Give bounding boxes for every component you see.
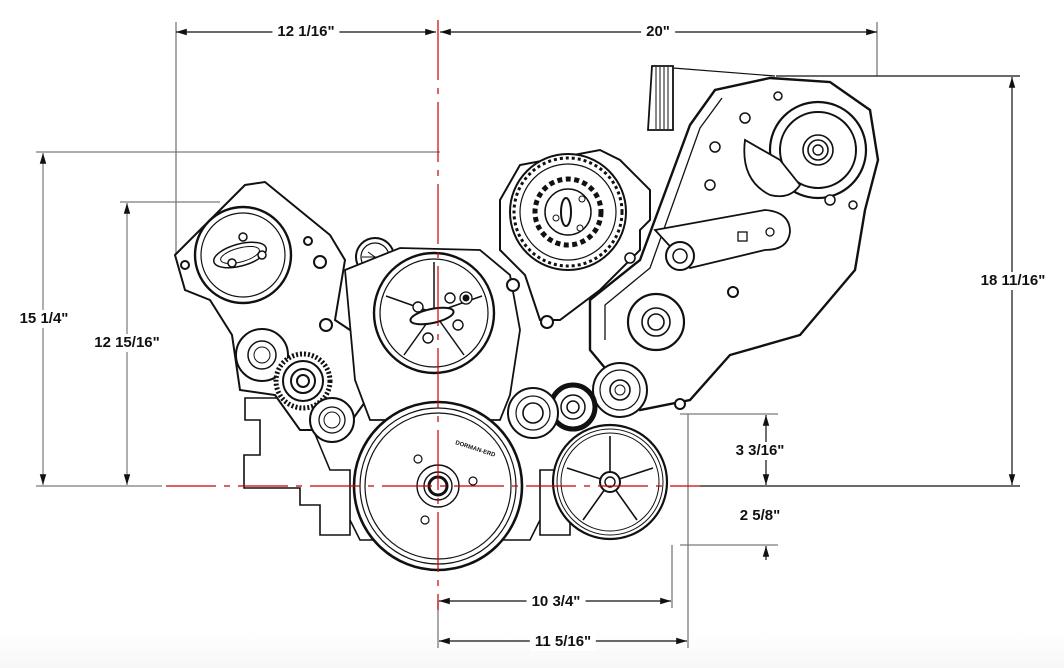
dim-label-left-outer: 15 1/4" (14, 310, 74, 328)
dim-label-right: 18 11/16" (975, 272, 1051, 290)
dim-label-left-inner: 12 15/16" (89, 334, 165, 352)
supercharger-pulley (704, 91, 868, 210)
idler-pulley-small (507, 387, 559, 439)
bracket-arm (653, 209, 791, 410)
idler-pulley-lower-left (309, 397, 355, 443)
alternator (499, 148, 651, 329)
idler-pulley-right (592, 362, 648, 418)
power-steering-pulley (551, 423, 669, 541)
extension-lines (36, 22, 878, 648)
dim-label-right-upper: 3 3/16" (730, 442, 790, 460)
dim-label-bottom-outer: 11 5/16" (529, 633, 597, 651)
supercharger-inlet (647, 65, 776, 131)
idler-pulley-left (235, 328, 289, 382)
centerlines (166, 20, 700, 610)
dim-label-right-lower: 2 5/8" (739, 507, 781, 524)
belt-tensioner (273, 351, 333, 411)
water-pump-pulley (372, 251, 496, 375)
ac-compressor (193, 205, 293, 305)
idler-pulley-bracket (626, 292, 686, 352)
dim-label-top-left: 12 1/16" (272, 23, 340, 41)
dim-label-bottom-inner: 10 3/4" (526, 593, 586, 611)
idler-pulley-black (548, 382, 598, 432)
dim-label-top-right: 20" (641, 23, 675, 41)
